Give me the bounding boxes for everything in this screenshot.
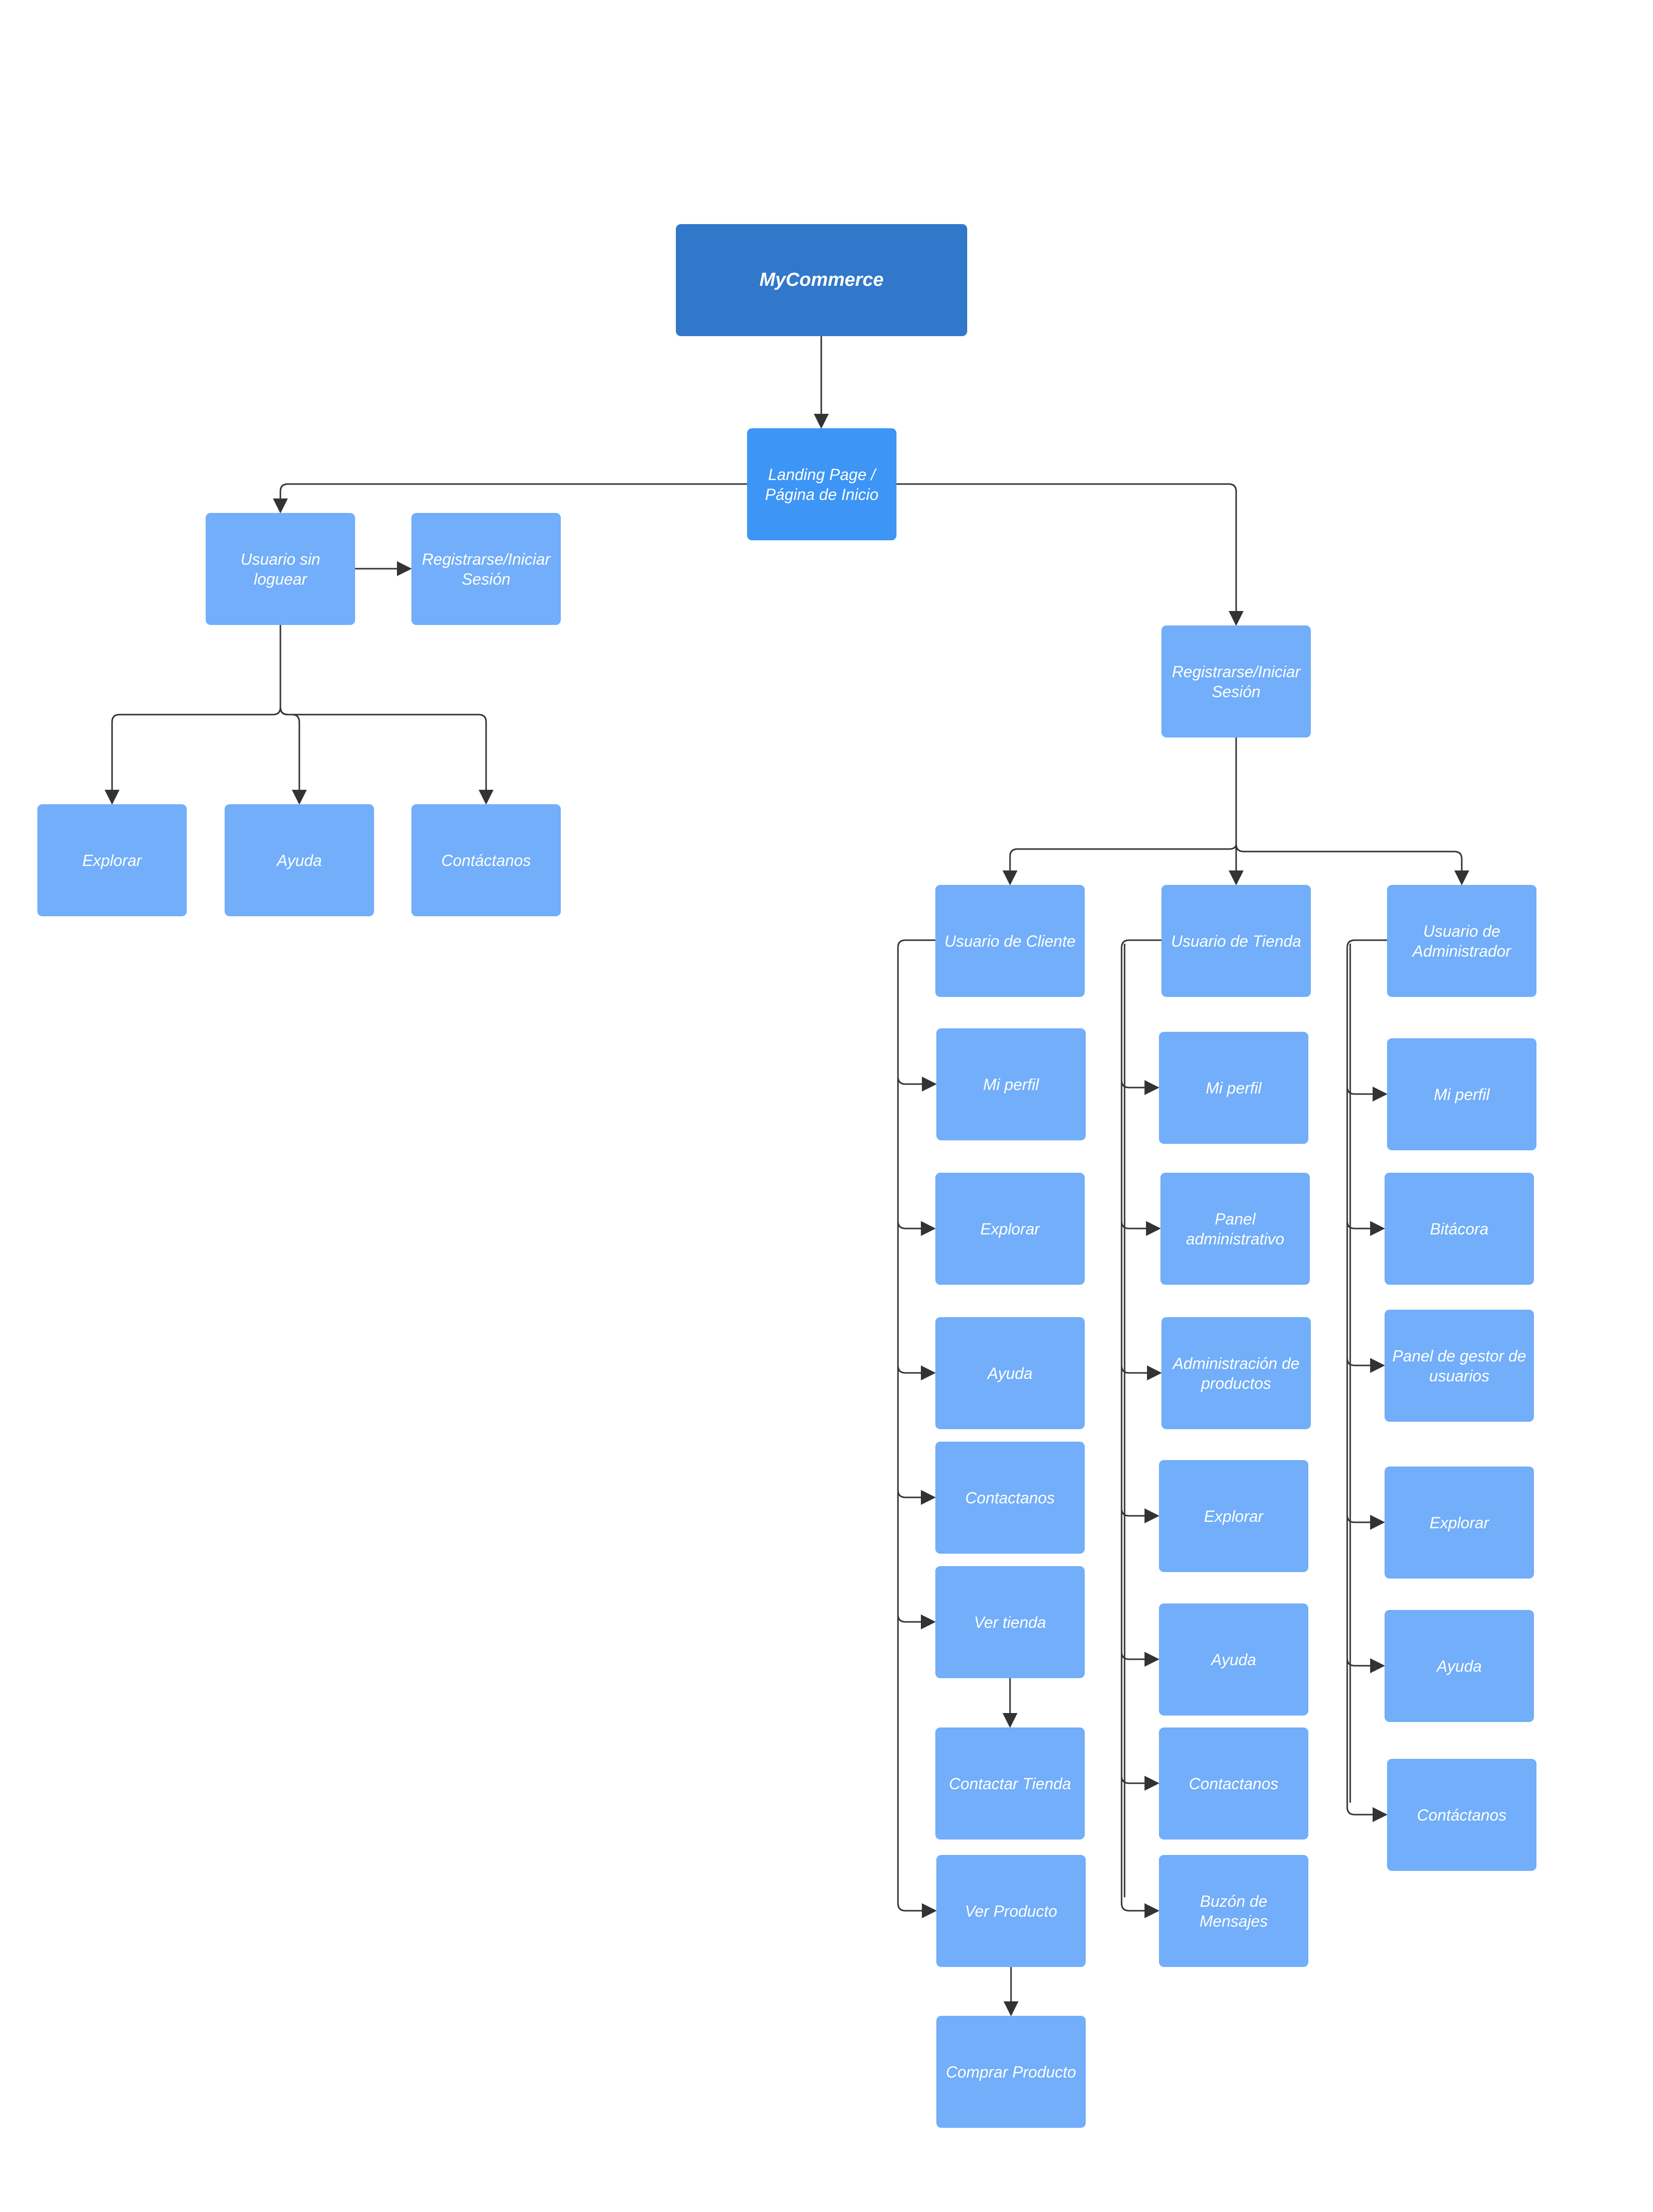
node-mycommerce[interactable]: MyCommerce [676,224,967,336]
node-tienda-contactanos[interactable]: Contactanos [1159,1727,1308,1840]
connector-admin-to-mi-perfil [1346,1086,1388,1102]
node-cliente-ayuda[interactable]: Ayuda [935,1317,1085,1429]
connector-cliente-to-explorar [897,1221,936,1236]
node-tienda-mi-perfil[interactable]: Mi perfil [1159,1032,1308,1144]
connector-admin-spine [1346,939,1388,1822]
connector-admin-to-ayuda [1346,1658,1385,1673]
node-landing-page[interactable]: Landing Page / Página de Inicio [747,428,896,540]
node-cliente-explorar[interactable]: Explorar [935,1173,1085,1285]
node-tienda-buzon-mensajes[interactable]: Buzón de Mensajes [1159,1855,1308,1967]
node-guest-explorar[interactable]: Explorar [37,804,187,916]
node-guest-registrarse[interactable]: Registrarse/Iniciar Sesión [411,513,561,625]
node-usuario-de-administrador[interactable]: Usuario de Administrador [1387,885,1536,997]
node-cliente-comprar-producto[interactable]: Comprar Producto [936,2016,1086,2128]
connector-cliente-to-mi-perfil [897,1076,937,1092]
node-admin-ayuda[interactable]: Ayuda [1385,1610,1534,1722]
connector-cliente-to-ver-tienda [897,1614,936,1629]
node-cliente-contactanos[interactable]: Contactanos [935,1442,1085,1554]
node-cliente-contactar-tienda[interactable]: Contactar Tienda [935,1727,1085,1840]
node-tienda-ayuda[interactable]: Ayuda [1159,1603,1308,1716]
node-admin-panel-gestor-usuarios[interactable]: Panel de gestor de usuarios [1385,1310,1534,1422]
connector-tienda-to-panel [1121,1221,1161,1236]
connector-tienda-to-admin-productos [1121,1365,1162,1380]
connector-guest-to-ayuda [279,707,307,805]
node-tienda-panel-administrativo[interactable]: Panel administrativo [1160,1173,1310,1285]
node-registrarse-iniciar-sesion[interactable]: Registrarse/Iniciar Sesión [1161,625,1311,737]
node-admin-explorar[interactable]: Explorar [1385,1467,1534,1579]
connector-tienda-spine [1121,939,1161,1918]
connector-tienda-to-ayuda [1121,1651,1159,1667]
node-cliente-ver-tienda[interactable]: Ver tienda [935,1566,1085,1678]
node-admin-bitacora[interactable]: Bitácora [1385,1173,1534,1285]
connector-cliente-spine [897,939,937,1918]
node-usuario-sin-loguear[interactable]: Usuario sin loguear [206,513,355,625]
node-usuario-de-cliente[interactable]: Usuario de Cliente [935,885,1085,997]
node-tienda-administracion-productos[interactable]: Administración de productos [1161,1317,1311,1429]
node-cliente-ver-producto[interactable]: Ver Producto [936,1855,1086,1967]
connector-landing-to-login [896,483,1244,626]
connector-landing-to-guest [273,483,747,513]
connector-guest-to-explorar [105,707,281,805]
connector-guest-to-contactanos [279,707,494,805]
connector-admin-to-bitacora [1346,1221,1385,1236]
connector-tienda-to-explorar [1121,1508,1159,1523]
node-admin-contactanos[interactable]: Contáctanos [1387,1759,1536,1871]
connector-tienda-to-mi-perfil [1121,1080,1159,1095]
connector-cliente-to-contactanos [897,1489,936,1505]
node-tienda-explorar[interactable]: Explorar [1159,1460,1308,1572]
connector-cliente-to-ayuda [897,1365,936,1380]
node-admin-mi-perfil[interactable]: Mi perfil [1387,1038,1536,1150]
connector-login-to-admin [1235,844,1469,885]
connector-login-to-cliente [1003,844,1237,885]
connector-tienda-to-contactanos [1121,1775,1159,1791]
node-guest-contactanos[interactable]: Contáctanos [411,804,561,916]
node-usuario-de-tienda[interactable]: Usuario de Tienda [1161,885,1311,997]
connector-admin-to-panel-usuarios [1346,1357,1385,1373]
node-guest-ayuda[interactable]: Ayuda [225,804,374,916]
connector-admin-to-explorar [1346,1514,1385,1530]
node-cliente-mi-perfil[interactable]: Mi perfil [936,1028,1086,1140]
